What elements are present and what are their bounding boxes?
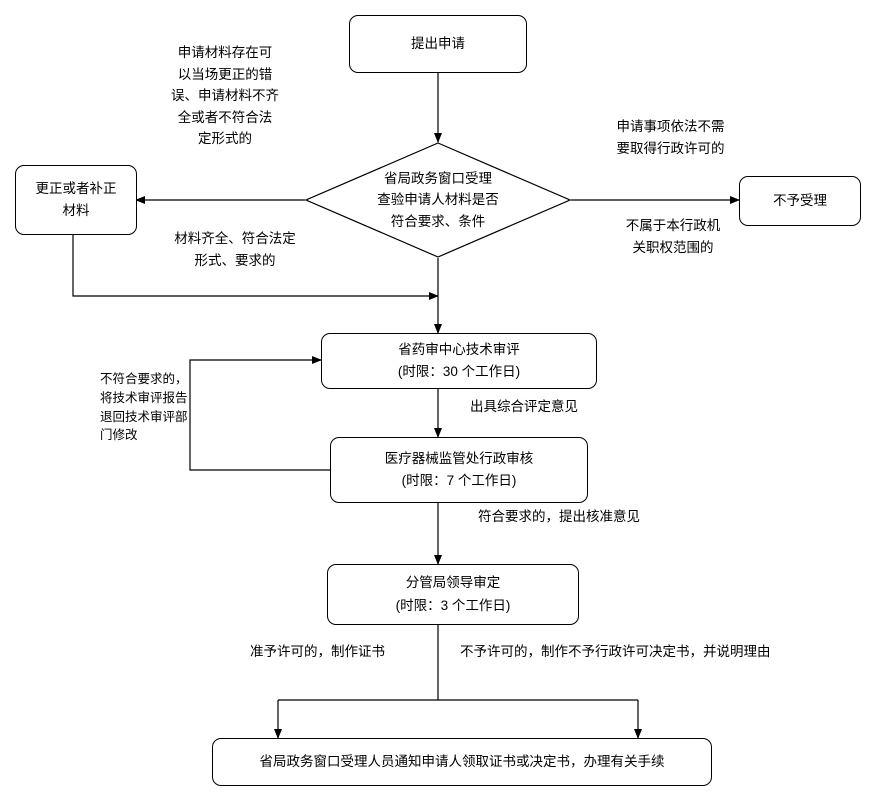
node-leader-approval-line-1: (时限：3 个工作日) <box>395 597 511 613</box>
edge-label-issue-opinion: 出具综合评定意见 <box>470 399 578 414</box>
node-leader-approval-line-0: 分管局领导审定 <box>405 575 501 591</box>
node-not-accepted[interactable]: 不予受理 <box>739 176 861 226</box>
node-technical-review-line-1: (时限：30 个工作日) <box>397 364 521 379</box>
node-notify-applicant[interactable]: 省局政务窗口受理人员通知申请人领取证书或决定书，办理有关手续 <box>212 738 712 786</box>
node-submit-application[interactable]: 提出申请 <box>349 15 527 73</box>
edge-label-return-for-revision: 不符合要求的， 将技术审评报告 退回技术审评部 门修改 <box>100 372 188 443</box>
edge-label-not-approved: 不予许可的，制作不予行政许可决定书，并说明理由 <box>460 644 771 659</box>
node-window-review-decision[interactable]: 省局政务窗口受理 查验申请人材料是否 符合要求、条件 <box>305 142 571 258</box>
node-not-accepted-line-0: 不予受理 <box>773 192 827 208</box>
node-submit-application-line-0: 提出申请 <box>411 35 465 51</box>
edge-label-no-license-needed: 申请事项依法不需 要取得行政许可的 <box>616 119 725 156</box>
node-administrative-review[interactable]: 医疗器械监管处行政审核 (时限：7 个工作日) <box>330 437 588 503</box>
decision-line-1: 查验申请人材料是否 <box>377 192 499 208</box>
node-leader-approval[interactable]: 分管局领导审定 (时限：3 个工作日) <box>327 564 579 625</box>
edge-label-materials-ok: 材料齐全、符合法定 形式、要求的 <box>174 231 296 268</box>
node-window-review-decision-text: 省局政务窗口受理 查验申请人材料是否 符合要求、条件 <box>305 142 571 258</box>
node-notify-applicant-line-0: 省局政务窗口受理人员通知申请人领取证书或决定书，办理有关手续 <box>259 753 665 769</box>
node-correct-materials-line-1: 材料 <box>62 203 90 218</box>
decision-line-2: 符合要求、条件 <box>390 213 486 229</box>
node-technical-review-line-0: 省药审中心技术审评 <box>398 341 520 357</box>
node-technical-review[interactable]: 省药审中心技术审评 (时限：30 个工作日) <box>321 333 597 389</box>
node-correct-materials-line-0: 更正或者补正 <box>35 180 117 196</box>
diamond-shape <box>305 142 571 258</box>
decision-line-0: 省局政务窗口受理 <box>384 170 492 186</box>
edge-label-can-correct: 申请材料存在可 以当场更正的错 误、申请材料不齐 全或者不符合法 定形式的 <box>171 45 279 147</box>
node-administrative-review-line-0: 医疗器械监管处行政审核 <box>384 450 534 466</box>
edge-label-not-in-scope: 不属于本行政机 关职权范围的 <box>625 218 721 255</box>
edge-label-approved: 准予许可的，制作证书 <box>250 644 385 659</box>
node-administrative-review-line-1: (时限：7 个工作日) <box>401 473 517 488</box>
node-correct-materials[interactable]: 更正或者补正 材料 <box>15 165 137 235</box>
edge-label-meets-requirement: 符合要求的，提出核准意见 <box>478 509 640 524</box>
